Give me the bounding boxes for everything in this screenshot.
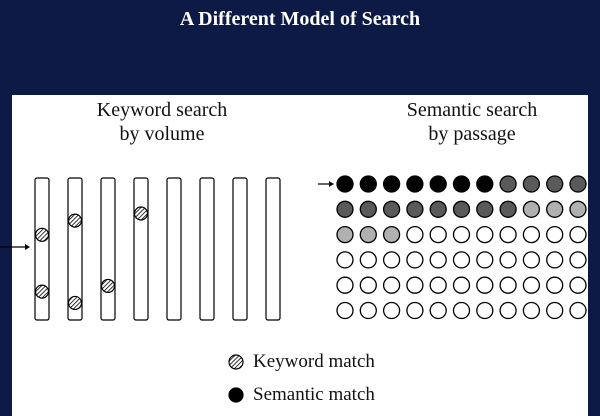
slide-title: A Different Model of Search xyxy=(179,8,421,30)
semantic-heading-line2: by passage xyxy=(428,123,516,145)
legend-semantic-label: Semantic match xyxy=(253,384,375,405)
keyword-heading-line1: Keyword search xyxy=(96,99,228,121)
legend-keyword-label: Keyword match xyxy=(253,351,375,372)
keyword-heading: Keyword search by volume xyxy=(62,98,262,146)
semantic-heading: Semantic search by passage xyxy=(372,98,572,146)
keyword-heading-line2: by volume xyxy=(119,123,205,145)
semantic-heading-line1: Semantic search xyxy=(406,99,538,121)
